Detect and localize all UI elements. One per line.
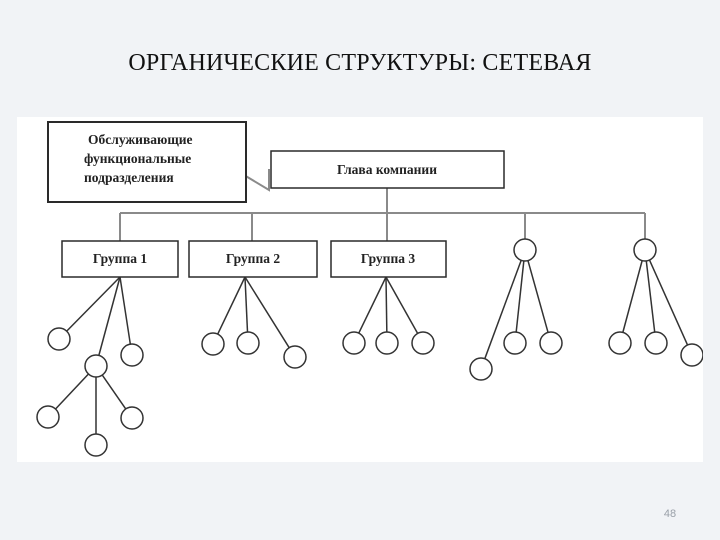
member-node-9 xyxy=(201,332,225,356)
fan-line-node-b-1 xyxy=(622,249,646,333)
fan-line-group-3-2 xyxy=(385,276,388,333)
group-label-2: Группа 2 xyxy=(226,251,281,266)
service-units-line-2: функциональные xyxy=(84,151,191,166)
member-node-6 xyxy=(36,405,60,429)
page-number: 48 xyxy=(663,508,677,520)
fan-line-group-1-1 xyxy=(66,276,121,332)
member-node-13 xyxy=(375,331,399,355)
member-node-19 xyxy=(644,331,668,355)
member-node-12 xyxy=(342,331,366,355)
slide-title: ОРГАНИЧЕСКИЕ СТРУКТУРЫ: СЕТЕВАЯ xyxy=(128,50,592,76)
fan-line-node-b-3 xyxy=(644,249,689,346)
service-units-line-1: Обслуживающие xyxy=(88,132,192,147)
org-diagram: Обслуживающие функциональные подразделен… xyxy=(17,117,703,462)
fan-line-group-1-2 xyxy=(98,276,121,356)
fan-line-group-3-1 xyxy=(358,276,387,334)
member-node-3 xyxy=(47,327,71,351)
node-circles xyxy=(36,238,703,457)
member-node-17 xyxy=(539,331,563,355)
service-to-head-connector xyxy=(243,169,270,192)
member-node-2 xyxy=(633,238,657,262)
group-box-1 xyxy=(61,240,179,278)
member-node-11 xyxy=(283,345,307,369)
fan-line-group-1-3 xyxy=(119,276,132,345)
connector-lines xyxy=(119,169,646,241)
fan-line-node-a-1 xyxy=(484,249,526,359)
company-head-box xyxy=(270,150,505,189)
fan-line-group-3-3 xyxy=(385,276,419,334)
service-units-box xyxy=(47,121,247,203)
fan-line-group-2-2 xyxy=(244,276,249,333)
group-box-3 xyxy=(330,240,447,278)
fan-line-group-2-3 xyxy=(244,276,290,349)
member-node-5 xyxy=(120,343,144,367)
fan-line-node-b-2 xyxy=(644,249,656,333)
member-node-8 xyxy=(120,406,144,430)
member-node-10 xyxy=(236,331,260,355)
fan-line-node-a-2 xyxy=(515,249,526,333)
member-node-4 xyxy=(84,354,108,378)
member-node-20 xyxy=(680,343,703,367)
fan-line-node-a-3 xyxy=(524,249,549,333)
member-node-18 xyxy=(608,331,632,355)
member-node-1 xyxy=(513,238,537,262)
group-label-1: Группа 1 xyxy=(93,251,148,266)
member-node-14 xyxy=(411,331,435,355)
member-node-15 xyxy=(469,357,493,381)
group-box-2 xyxy=(188,240,318,278)
org-diagram-svg: Обслуживающие функциональные подразделен… xyxy=(36,121,703,457)
member-node-7 xyxy=(84,433,108,457)
member-node-16 xyxy=(503,331,527,355)
fan-line-group-2-1 xyxy=(217,276,246,335)
service-units-line-3: подразделения xyxy=(84,170,174,185)
group-label-3: Группа 3 xyxy=(361,251,416,266)
company-head-label: Глава компании xyxy=(337,162,437,177)
